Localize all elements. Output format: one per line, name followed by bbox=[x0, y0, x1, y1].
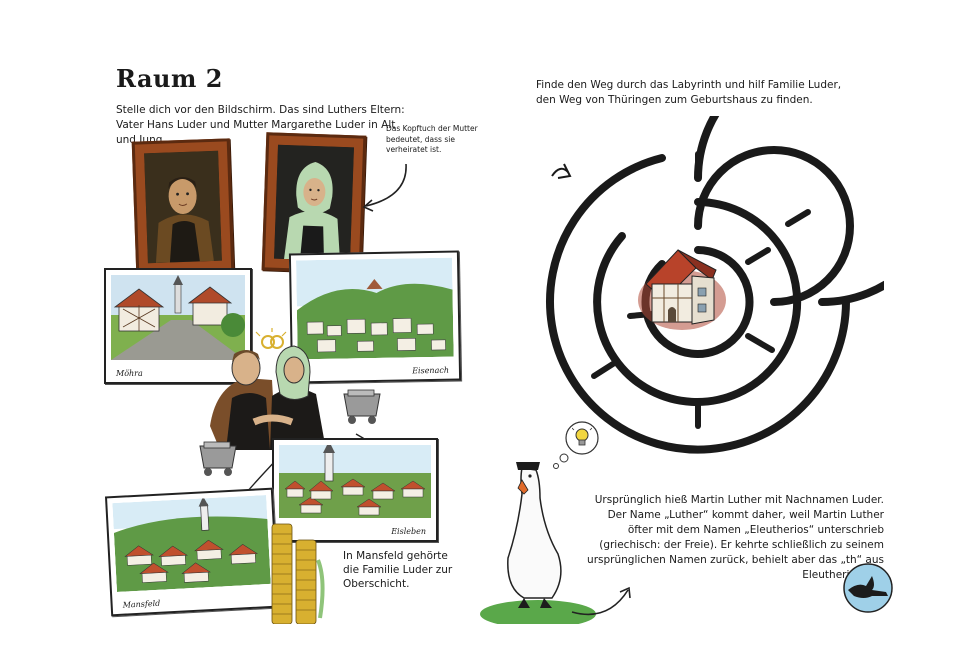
mother-portrait-image bbox=[274, 144, 354, 262]
headscarf-caption: Das Kopftuch der Mutter bedeutet, dass s… bbox=[386, 124, 478, 154]
caption-arrow-icon bbox=[362, 163, 407, 212]
lightbulb-icon bbox=[572, 426, 592, 446]
photo-eisenach: Eisenach bbox=[288, 250, 462, 384]
circular-maze[interactable] bbox=[512, 116, 884, 488]
mine-cart-icon bbox=[343, 389, 381, 424]
mohra-village-image bbox=[111, 275, 245, 360]
label-eisenach: Eisenach bbox=[412, 365, 450, 376]
gold-coins-icon bbox=[271, 523, 325, 624]
photo-eisleben: Eisleben bbox=[272, 438, 438, 542]
luder-couple-illustration bbox=[210, 328, 326, 450]
eisleben-town-image bbox=[279, 445, 431, 518]
maze-instructions: Finde den Weg durch das Labyrinth und hi… bbox=[536, 79, 842, 106]
mansfeld-note: In Mansfeld gehörte die Familie Luder zu… bbox=[343, 550, 453, 590]
mansfeld-town-image bbox=[112, 495, 271, 592]
father-portrait-image bbox=[144, 150, 222, 264]
father-portrait bbox=[131, 138, 235, 276]
label-eisleben: Eisleben bbox=[391, 527, 426, 536]
photo-mohra: Möhra bbox=[104, 268, 252, 384]
label-mansfeld: Mansfeld bbox=[122, 598, 161, 610]
mine-cart-icon bbox=[199, 441, 237, 476]
birth-house bbox=[638, 249, 726, 330]
text-arrow-icon bbox=[571, 586, 631, 616]
swan-mascot bbox=[480, 462, 596, 624]
eisenach-town-image bbox=[295, 257, 454, 360]
label-mohra: Möhra bbox=[116, 369, 143, 378]
photo-mansfeld: Mansfeld bbox=[104, 487, 280, 617]
page-title: Raum 2 bbox=[116, 64, 223, 93]
history-text: Ursprünglich hieß Martin Luther mit Nach… bbox=[587, 494, 884, 581]
mother-portrait bbox=[261, 132, 367, 274]
intro-text: Stelle dich vor den Bildschirm. Das sind… bbox=[116, 104, 405, 146]
flying-goose-icon bbox=[843, 563, 893, 613]
